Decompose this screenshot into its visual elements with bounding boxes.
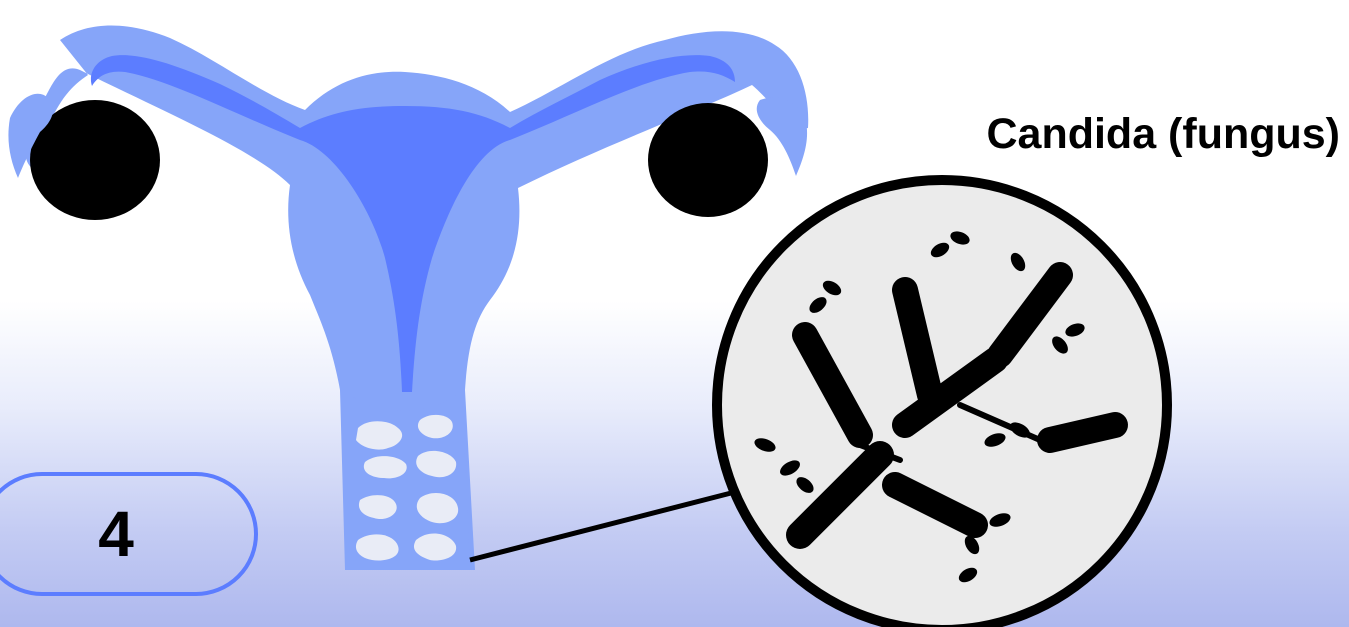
right-ovary <box>648 103 768 217</box>
organism-caption: Candida (fungus) <box>840 104 1340 164</box>
candida-fungus-icon <box>717 180 1167 627</box>
callout-line <box>470 492 735 560</box>
step-number: 4 <box>86 494 146 574</box>
